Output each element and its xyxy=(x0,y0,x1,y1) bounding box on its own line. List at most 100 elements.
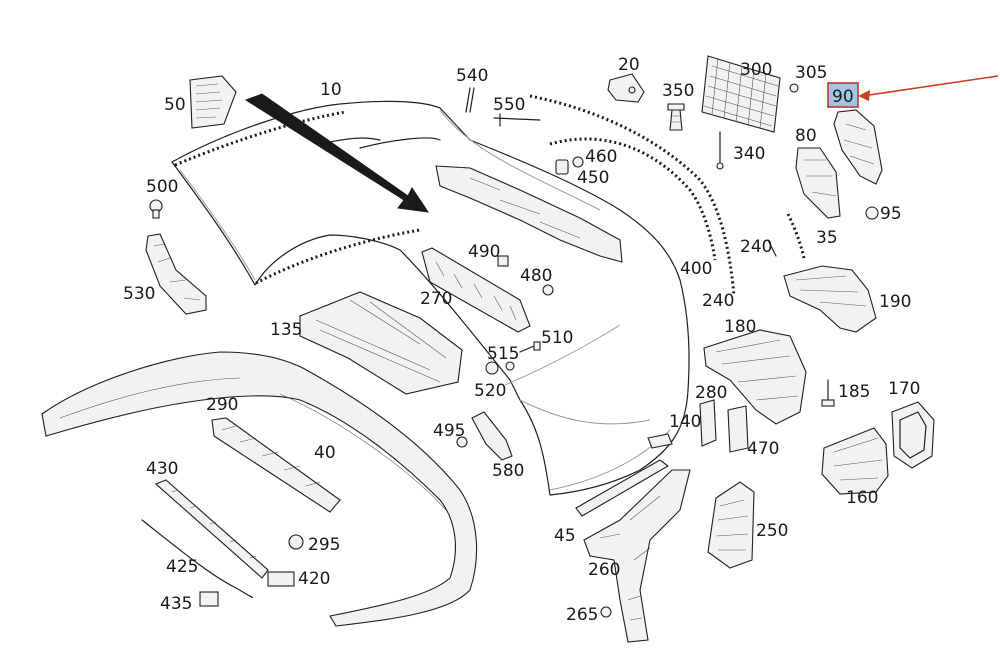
label-550: 550 xyxy=(493,95,525,115)
part-140-clip xyxy=(647,433,673,449)
part-340-bolt xyxy=(716,131,724,170)
part-240b-strip xyxy=(767,239,777,257)
label-520: 520 xyxy=(474,381,506,401)
part-425-cable xyxy=(141,519,253,599)
part-260-bracket xyxy=(583,469,691,643)
label-580: 580 xyxy=(492,461,524,481)
label-240a: 240 xyxy=(740,237,772,257)
label-190: 190 xyxy=(879,292,911,312)
label-430: 430 xyxy=(146,459,178,479)
label-530: 530 xyxy=(123,284,155,304)
part-350-expanding-rivet xyxy=(667,103,685,131)
label-500: 500 xyxy=(146,177,178,197)
part-95-clip xyxy=(865,206,879,220)
label-160: 160 xyxy=(846,488,878,508)
label-40: 40 xyxy=(314,443,336,463)
label-450: 450 xyxy=(577,168,609,188)
part-270-reinforcement xyxy=(421,247,531,333)
label-460: 460 xyxy=(585,147,617,167)
label-240b: 240 xyxy=(702,291,734,311)
part-40-grille xyxy=(211,417,341,513)
part-45-trim xyxy=(575,459,669,517)
label-295: 295 xyxy=(308,535,340,555)
label-50: 50 xyxy=(164,95,186,115)
label-185: 185 xyxy=(838,382,870,402)
label-170: 170 xyxy=(888,379,920,399)
part-160-tailpipe-trim xyxy=(821,427,889,495)
label-435: 435 xyxy=(160,594,192,614)
label-420: 420 xyxy=(298,569,330,589)
part-35-strip xyxy=(786,213,806,259)
label-20: 20 xyxy=(618,55,640,75)
label-95: 95 xyxy=(880,204,902,224)
label-45: 45 xyxy=(554,526,576,546)
label-300: 300 xyxy=(740,60,772,80)
part-labels: 10 20 35 40 45 50 80 90 95 135 140 160 1… xyxy=(123,55,920,625)
label-35: 35 xyxy=(816,228,838,248)
pointer-arrow xyxy=(858,75,999,101)
part-295-sensor xyxy=(288,534,304,550)
part-265-clip xyxy=(600,606,612,618)
part-495-screw xyxy=(456,436,468,448)
label-305: 305 xyxy=(795,63,827,83)
label-350: 350 xyxy=(662,81,694,101)
label-280: 280 xyxy=(695,383,727,403)
part-170-trim-ring xyxy=(891,401,935,469)
direction-arrow xyxy=(244,93,430,213)
label-265: 265 xyxy=(566,605,598,625)
part-250-bracket xyxy=(707,481,755,569)
part-305-clip xyxy=(789,83,799,93)
label-90: 90 xyxy=(832,87,854,107)
label-135: 135 xyxy=(270,320,302,340)
label-490: 490 xyxy=(468,242,500,262)
label-400: 400 xyxy=(680,259,712,279)
part-420-connector xyxy=(267,571,295,587)
part-520-nut xyxy=(485,361,499,375)
label-260: 260 xyxy=(588,560,620,580)
label-340: 340 xyxy=(733,144,765,164)
part-530-bracket xyxy=(145,233,207,315)
label-540: 540 xyxy=(456,66,488,86)
label-250: 250 xyxy=(756,521,788,541)
part-50-bracket xyxy=(189,75,237,129)
part-480-clip xyxy=(542,284,554,296)
part-540-clip xyxy=(465,87,475,113)
part-500-screw xyxy=(149,199,163,219)
label-140: 140 xyxy=(669,412,701,432)
part-20-cover xyxy=(607,73,645,103)
part-190-bracket xyxy=(783,265,877,333)
part-435-connector xyxy=(199,591,219,607)
part-135-carrier xyxy=(299,291,463,395)
label-470: 470 xyxy=(747,439,779,459)
part-290-lower-bumper xyxy=(41,351,478,627)
part-90-cover xyxy=(833,109,883,185)
label-510: 510 xyxy=(541,328,573,348)
part-430-strip xyxy=(154,479,269,579)
label-480: 480 xyxy=(520,266,552,286)
label-515: 515 xyxy=(487,344,519,364)
label-80: 80 xyxy=(795,126,817,146)
part-510-bolt xyxy=(519,341,541,353)
part-90-highlight-box xyxy=(827,82,859,108)
part-460-grommet xyxy=(572,156,584,168)
part-280-bracket xyxy=(699,399,717,447)
label-270: 270 xyxy=(420,289,452,309)
label-425: 425 xyxy=(166,557,198,577)
label-180: 180 xyxy=(724,317,756,337)
part-upper-carrier xyxy=(435,165,623,263)
label-10: 10 xyxy=(320,80,342,100)
part-300-mesh-grille xyxy=(701,55,781,133)
part-185-bolt xyxy=(821,379,835,407)
part-550-pin xyxy=(493,113,541,127)
label-495: 495 xyxy=(433,421,465,441)
part-450-nut xyxy=(555,159,569,175)
part-490-clip xyxy=(497,255,509,267)
label-290: 290 xyxy=(206,395,238,415)
part-180-bracket xyxy=(703,329,807,425)
part-580-bracket xyxy=(471,411,513,461)
part-540-strip xyxy=(329,137,381,143)
part-80-bracket xyxy=(795,147,841,219)
part-515-washer xyxy=(505,361,515,371)
